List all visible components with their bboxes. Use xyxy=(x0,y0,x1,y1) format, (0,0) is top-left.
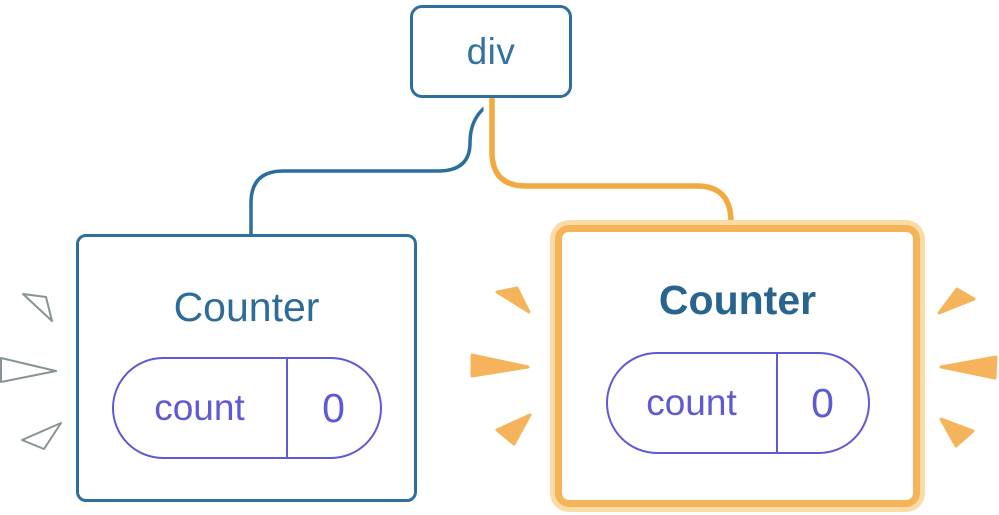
spark-icon xyxy=(21,422,62,450)
component-title: Counter xyxy=(173,284,320,330)
component-title: Counter xyxy=(658,277,817,323)
spark-icon xyxy=(22,293,53,322)
spark-icon xyxy=(0,357,57,383)
spark-icon xyxy=(937,287,976,315)
spark-icon xyxy=(495,413,532,446)
right-card-right-sparks xyxy=(937,287,998,448)
spark-icon xyxy=(495,286,531,314)
state-value: 0 xyxy=(322,384,345,431)
spark-icon xyxy=(939,355,998,380)
counter-component-left: Counter count 0 xyxy=(76,234,417,502)
state-key: count xyxy=(114,359,288,457)
spark-icon xyxy=(939,417,975,448)
state-key: count xyxy=(608,354,778,452)
right-card-left-sparks xyxy=(470,286,532,446)
node-label: div xyxy=(466,30,516,72)
state-badge: count 0 xyxy=(111,357,382,459)
spark-icon xyxy=(470,353,530,378)
edge-div-to-right-counter xyxy=(489,96,734,242)
edge-div-to-left-counter xyxy=(249,102,491,238)
edge-casing xyxy=(483,96,740,242)
counter-component-right: Counter count 0 xyxy=(555,225,920,507)
left-card-sparks xyxy=(0,293,62,450)
tree-node-div: div xyxy=(410,5,572,98)
state-value: 0 xyxy=(811,379,834,426)
state-badge: count 0 xyxy=(605,352,870,454)
